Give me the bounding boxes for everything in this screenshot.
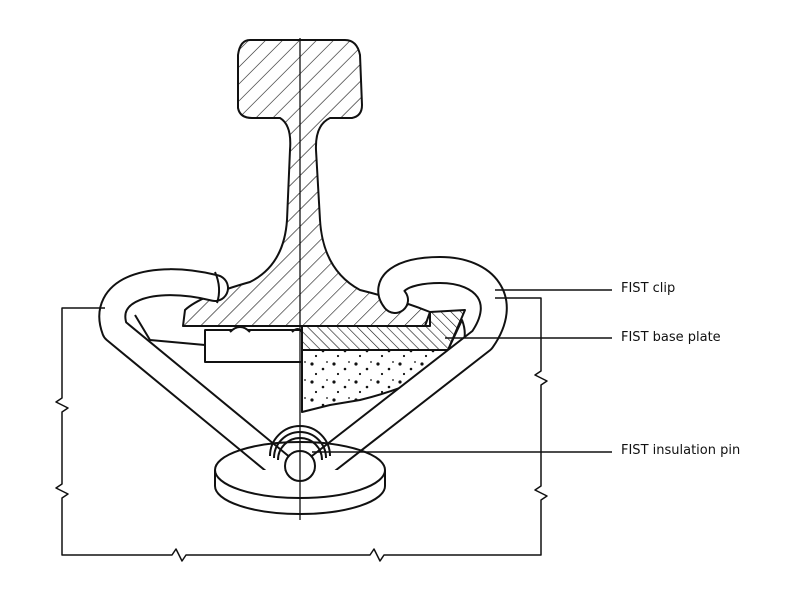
label-fist-clip: FIST clip (621, 281, 676, 296)
fist-clip (98, 256, 508, 490)
dimension-lines (55, 297, 548, 562)
rail-section (182, 39, 431, 327)
label-fist-base-plate: FIST base plate (621, 330, 721, 345)
label-fist-insulation-pin: FIST insulation pin (621, 443, 741, 458)
left-pad (134, 314, 303, 363)
